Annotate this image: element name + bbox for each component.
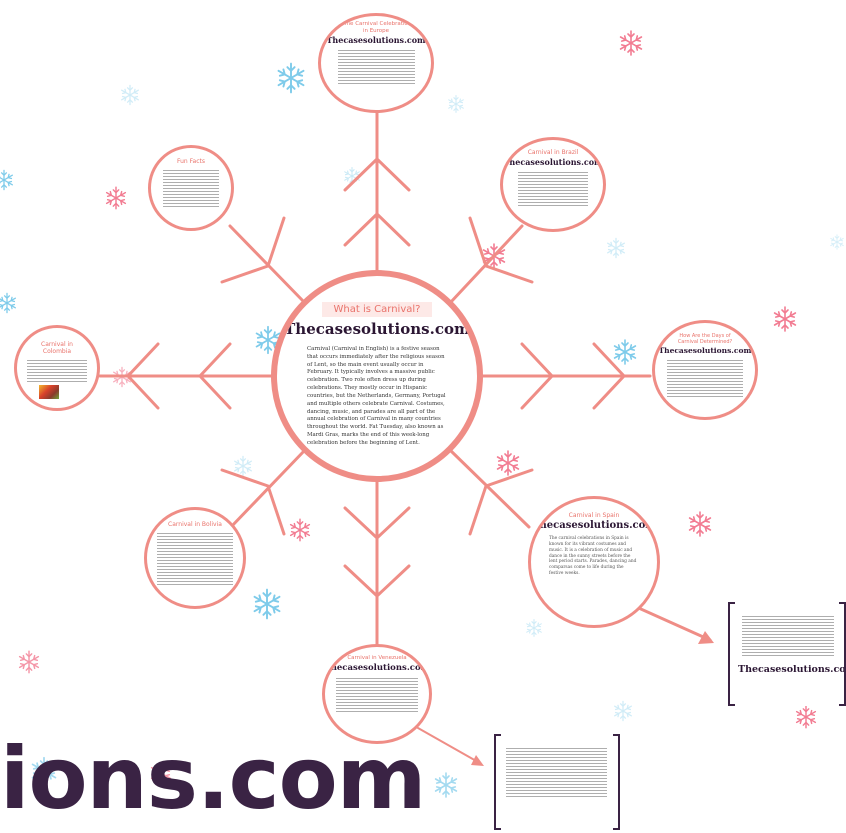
node-colombia-title: Carnival in Colombia xyxy=(41,341,73,356)
node-bolivia[interactable]: Carnival in Bolivia xyxy=(144,507,246,609)
right-card[interactable]: Thecasesolutions.com xyxy=(728,602,846,706)
snowflake-icon xyxy=(688,511,712,537)
snowflake-icon xyxy=(795,705,817,729)
snowflake-icon xyxy=(830,234,844,250)
node-spain-brand: Thecasesolutions.com xyxy=(532,520,656,532)
node-brazil-brand: Thecasesolutions.com xyxy=(503,157,603,168)
arrow-to-bottom-card xyxy=(417,727,479,763)
brand-watermark: ions.com xyxy=(0,729,426,829)
arrow-icon xyxy=(698,631,714,644)
snowflake-icon xyxy=(619,30,643,56)
node-europe-text xyxy=(337,50,415,85)
node-spain-title: Carnival in Spain xyxy=(568,512,620,519)
node-europe-brand: Thecasesolutions.com xyxy=(326,35,426,46)
main-node-brand: Thecasesolutions.com xyxy=(284,320,470,338)
node-venezuela-title: Carnival in Venezuela xyxy=(347,655,407,661)
snowflake-icon xyxy=(121,84,139,106)
node-fun-facts-title: Fun Facts xyxy=(177,157,205,165)
node-other-title: How Are the Days of Carnival Determined? xyxy=(677,333,733,345)
main-node-body: Carnival (Carnival in English) is a fest… xyxy=(307,346,446,446)
node-bolivia-text xyxy=(156,533,234,586)
snowflake-icon xyxy=(289,518,311,542)
node-other-text xyxy=(667,360,743,397)
snowflake-icon xyxy=(105,186,127,210)
bottom-card[interactable] xyxy=(494,734,620,830)
snowflake-icon xyxy=(234,455,252,477)
snowflake-icon xyxy=(773,306,797,332)
node-venezuela-text xyxy=(336,677,418,712)
snowflake-icon xyxy=(613,339,637,365)
snowflake-icon xyxy=(434,772,458,798)
node-brazil-text xyxy=(518,172,588,207)
node-bolivia-title: Carnival in Bolivia xyxy=(168,521,222,528)
node-venezuela-brand: Thecasesolutions.com xyxy=(324,662,430,673)
node-brazil[interactable]: Carnival in Brazil Thecasesolutions.com xyxy=(500,137,606,232)
snowflake-icon xyxy=(277,62,305,94)
node-europe[interactable]: Some Carnival Celebrations in Europe The… xyxy=(318,13,434,113)
arrow-icon xyxy=(471,755,484,766)
snowflake-icon xyxy=(253,588,281,620)
node-venezuela[interactable]: Carnival in Venezuela Thecasesolutions.c… xyxy=(322,644,432,744)
node-colombia-text xyxy=(26,360,88,383)
colombia-photo xyxy=(39,385,59,400)
node-other-brand: Thecasesolutions.com xyxy=(658,346,752,355)
main-node[interactable]: What is Carnival? Thecasesolutions.com C… xyxy=(271,270,483,482)
node-colombia[interactable]: Carnival in Colombia xyxy=(14,325,100,411)
node-europe-title: Some Carnival Celebrations in Europe xyxy=(337,21,415,34)
snowflake-icon xyxy=(496,450,520,476)
right-card-text xyxy=(742,616,835,656)
snowflake-icon xyxy=(18,650,40,674)
snowflake-icon xyxy=(448,95,464,113)
snowflake-icon xyxy=(0,169,13,191)
snowflake-icon xyxy=(0,292,16,314)
node-spain-body: The carnival celebrations in Spain is kn… xyxy=(549,536,637,576)
snowflake-icon xyxy=(607,237,625,259)
snowflake-icon xyxy=(526,619,542,637)
node-fun-facts-text xyxy=(163,169,219,207)
node-brazil-title: Carnival in Brazil xyxy=(527,149,579,156)
node-fun-facts[interactable]: Fun Facts xyxy=(148,145,234,231)
bottom-card-text xyxy=(506,748,607,797)
connector-spain xyxy=(448,448,531,529)
node-spain[interactable]: Carnival in Spain Thecasesolutions.com T… xyxy=(528,496,660,628)
arrow-to-card xyxy=(630,603,712,642)
node-other[interactable]: How Are the Days of Carnival Determined?… xyxy=(652,320,758,420)
snowflake-icon xyxy=(614,700,632,722)
right-card-brand: Thecasesolutions.com xyxy=(738,664,846,675)
main-node-title: What is Carnival? xyxy=(321,302,433,317)
